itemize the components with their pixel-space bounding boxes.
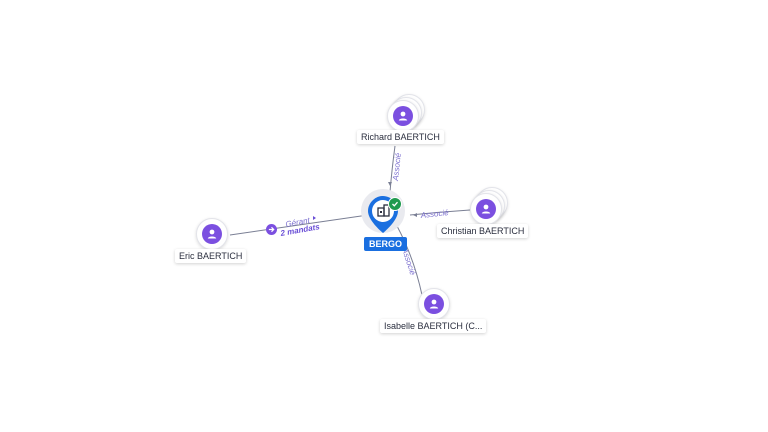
arrow-christian	[413, 213, 417, 217]
arrow-richard	[388, 182, 392, 186]
arrow-eric	[313, 216, 316, 220]
person-icon	[393, 106, 413, 126]
person-icon	[424, 294, 444, 314]
edge-isabelle-bergo	[396, 225, 423, 296]
edge-eric-bergo	[229, 214, 369, 236]
building-icon	[377, 204, 390, 217]
person-icon	[476, 199, 496, 219]
person-name-isabelle[interactable]: Isabelle BAERTICH (C...	[380, 319, 487, 333]
person-name-christian[interactable]: Christian BAERTICH	[437, 224, 529, 238]
mandate-arrow-icon[interactable]	[266, 224, 277, 235]
person-node-christian[interactable]	[470, 187, 508, 225]
person-name-richard[interactable]: Richard BAERTICH	[357, 130, 444, 144]
edge-richard-bergo	[389, 145, 396, 193]
person-node-richard[interactable]	[387, 94, 425, 132]
person-node-eric[interactable]	[196, 218, 228, 250]
edge-label-christian: Associé	[419, 208, 449, 220]
edge-label-eric-role: Gérant	[285, 216, 311, 229]
person-node-isabelle[interactable]	[418, 288, 450, 320]
company-node[interactable]	[367, 195, 399, 239]
verified-check-icon	[388, 197, 402, 211]
edge-label-richard: Associé	[391, 152, 403, 182]
person-name-eric[interactable]: Eric BAERTICH	[175, 249, 247, 263]
company-name-label[interactable]: BERGO	[364, 237, 408, 251]
person-icon	[202, 224, 222, 244]
